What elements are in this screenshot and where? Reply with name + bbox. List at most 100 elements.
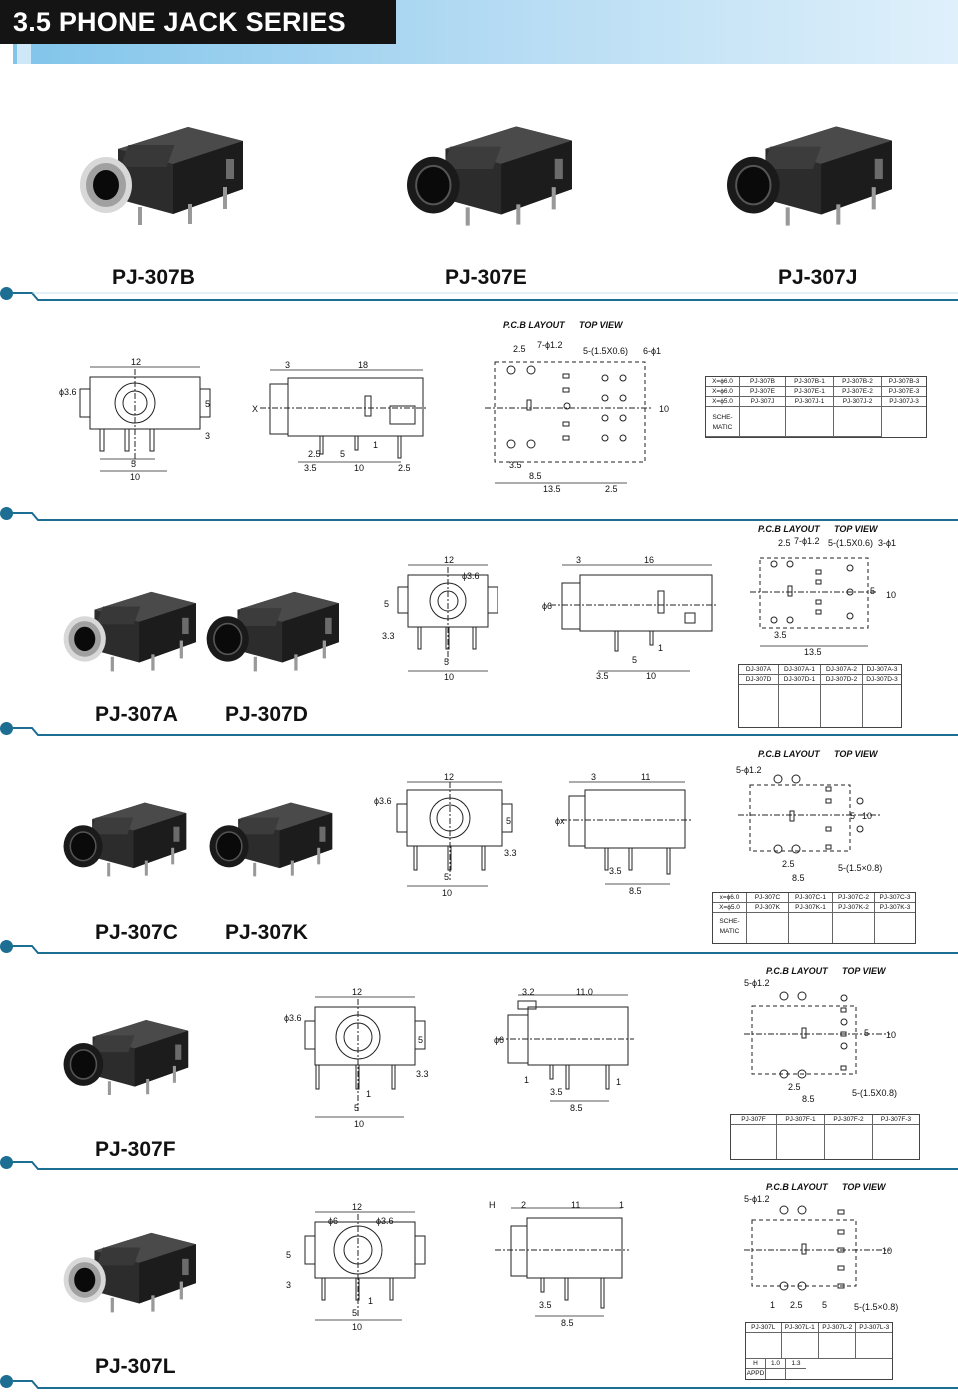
table-cell: PJ-307K-1: [789, 903, 833, 913]
table-cell: X=ϕ5.0: [713, 903, 747, 913]
dim-label: 2.5: [782, 859, 795, 869]
dim-label: X: [252, 404, 258, 414]
section-divider: [0, 1370, 958, 1392]
dim-label: 3: [576, 555, 581, 565]
model-label: PJ-307C: [95, 921, 178, 944]
pcb-title: P.C.B LAYOUT: [766, 966, 829, 976]
pcb-layout-drawing: P.C.B LAYOUT TOP VIEW 2.5 7-ϕ1.2 5-(1.5X…: [750, 524, 896, 657]
jack-photo-pj307d: [205, 584, 343, 676]
section-divider: [0, 282, 958, 304]
model-label: PJ-307B: [112, 266, 195, 289]
dim-label: 10: [886, 590, 896, 600]
dim-label: 2.5: [790, 1300, 803, 1310]
dim-label: 5: [864, 1028, 869, 1038]
dim-label: 1: [616, 1077, 621, 1087]
dim-label: 1: [524, 1075, 529, 1085]
dim-label: 3: [205, 431, 210, 441]
front-view-drawing: 12 ϕ3.6 5 3.3 5 10: [382, 555, 498, 682]
dim-label: 13.5: [543, 484, 561, 494]
table-cell: PJ-307L: [746, 1323, 782, 1333]
dim-label: ϕ3.6: [59, 387, 77, 397]
table-cell: PJ-307F: [731, 1115, 777, 1125]
pcb-title: P.C.B LAYOUT: [766, 1182, 829, 1192]
dim-label: 5-ϕ1.2: [736, 765, 762, 775]
dim-label: 2.5: [308, 449, 321, 459]
model-label: PJ-307J: [778, 266, 858, 289]
dim-label: 7-ϕ1.2: [537, 340, 563, 350]
model-label: PJ-307F: [95, 1138, 176, 1161]
dim-label: 3.5: [550, 1087, 563, 1097]
pcb-view: TOP VIEW: [842, 1182, 887, 1192]
dim-label: 8.5: [570, 1103, 583, 1113]
table-cell: H: [746, 1359, 766, 1369]
dim-label: 3: [286, 1280, 291, 1290]
table-cell: PJ-307C-2: [833, 893, 875, 903]
table-cell: PJ-307K: [747, 903, 789, 913]
dim-label: 11.0: [576, 987, 593, 997]
pcb-layout-drawing: P.C.B LAYOUT TOP VIEW 5-ϕ1.2 10 1 2.5 5 …: [744, 1182, 898, 1312]
dim-label: 3: [591, 772, 596, 782]
dim-label: 8.5: [529, 471, 542, 481]
table-cell: X=ϕ5.0: [706, 397, 740, 407]
dim-label: 10: [442, 888, 452, 898]
table-cell: X=ϕ6.0: [706, 387, 740, 397]
dim-label: 2.5: [788, 1082, 801, 1092]
table-cell: PJ-307E: [740, 387, 786, 397]
dim-label: 3.3: [416, 1069, 429, 1079]
side-view-drawing: 3 11 ϕx 3.5 8.5: [555, 772, 691, 896]
jack-photo-pj307f: [62, 1005, 192, 1107]
dim-label: 5-(1.5X0.6): [583, 346, 628, 356]
side-view-drawing: H 2 11 1 3.5 8.5: [489, 1200, 629, 1328]
table-cell: PJ-307J-3: [882, 397, 926, 407]
table-cell: 1.3: [786, 1359, 806, 1369]
table-cell: DJ-307A: [739, 665, 779, 675]
dim-label: 10: [354, 1119, 364, 1129]
dim-label: 3.5: [509, 460, 522, 470]
table-cell: PJ-307J-2: [834, 397, 882, 407]
pcb-title: P.C.B LAYOUT: [758, 524, 821, 534]
dim-label: 1: [366, 1089, 371, 1099]
dim-label: 1: [658, 643, 663, 653]
dim-label: 10: [354, 463, 364, 473]
table-cell: X=ϕ6.0: [706, 377, 740, 387]
front-view-drawing: 12 ϕ3.6 5 3 5 10: [59, 357, 211, 482]
dim-label: 3.3: [504, 848, 517, 858]
table-cell: PJ-307K-3: [875, 903, 915, 913]
dim-label: 5: [822, 1300, 827, 1310]
header-decor-square: [17, 44, 31, 64]
dim-label: 11: [641, 772, 650, 782]
section-divider: [0, 502, 958, 524]
pcb-layout-drawing: P.C.B LAYOUT TOP VIEW 5-ϕ1.2 10 5 2.5 8.…: [736, 749, 882, 883]
dim-label: 5: [131, 459, 136, 469]
dim-label: ϕ3.6: [376, 1216, 394, 1226]
table-cell: PJ-307B: [740, 377, 786, 387]
table-cell: DJ-307D: [739, 675, 779, 685]
dim-label: 5: [340, 449, 345, 459]
table-cell: x=ϕ6.0: [713, 893, 747, 903]
dim-label: 5: [286, 1250, 291, 1260]
pcb-view: TOP VIEW: [579, 320, 624, 330]
dim-label: 3.5: [596, 671, 609, 681]
table-cell: PJ-307F-3: [873, 1115, 919, 1125]
table-cell: PJ-307E-3: [882, 387, 926, 397]
model-label: PJ-307L: [95, 1355, 176, 1378]
table-cell: DJ-307A-3: [863, 665, 901, 675]
pcb-view: TOP VIEW: [834, 524, 879, 534]
dim-label: 3: [285, 360, 290, 370]
table-cell: PJ-307F-1: [777, 1115, 825, 1125]
dim-label: 10: [646, 671, 656, 681]
table-cell: PJ-307E-2: [834, 387, 882, 397]
model-label: PJ-307D: [225, 703, 308, 726]
pcb-layout-drawing: P.C.B LAYOUT TOP VIEW 2.5 7-ϕ1.2 5-(1.5X…: [485, 320, 669, 494]
table-cell: PJ-307B-2: [834, 377, 882, 387]
dim-label: 8.5: [792, 873, 805, 883]
table-cell: SCHE-MATIC: [713, 913, 747, 943]
dim-label: 3.3: [382, 631, 395, 641]
dim-label: 5: [870, 586, 875, 596]
dim-label: 5: [354, 1103, 359, 1113]
dim-label: 10: [130, 472, 140, 482]
dim-label: 12: [444, 555, 454, 565]
dim-label: 5: [352, 1308, 357, 1318]
